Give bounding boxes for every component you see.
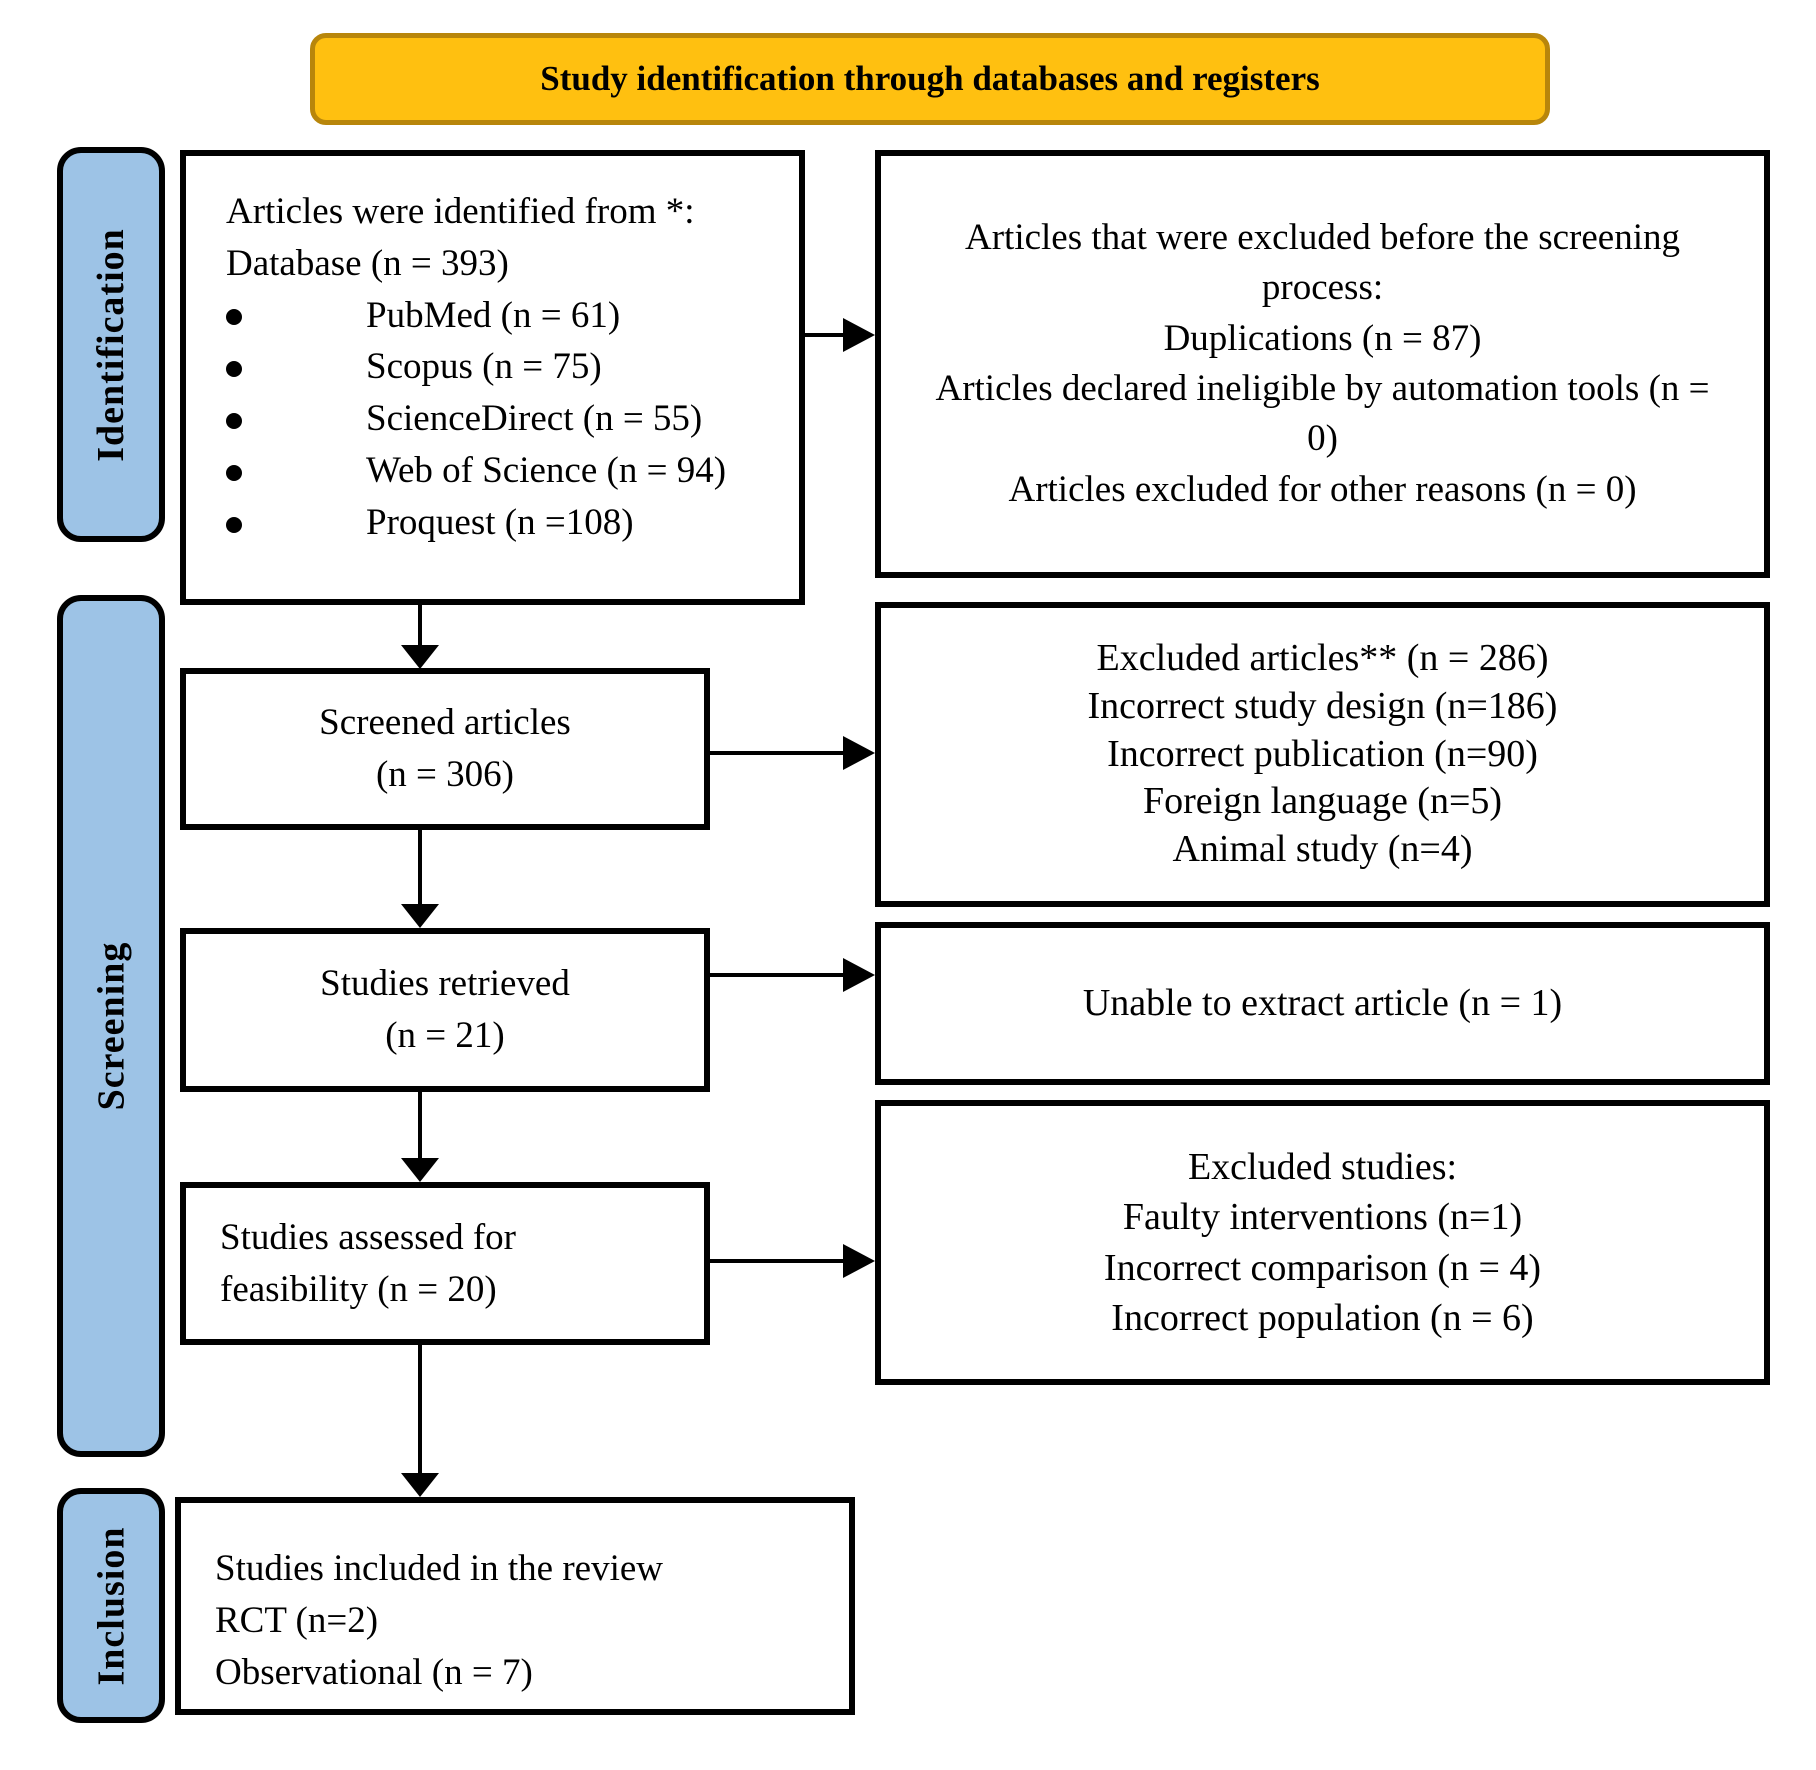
bullet-icon (226, 516, 242, 533)
excluded-foreign-language: Foreign language (n=5) (1142, 780, 1503, 823)
source-item-web-of-science: Web of Science (n = 94) (226, 445, 789, 497)
arrow-head-icon (843, 958, 875, 992)
stage-label-identification: Identification (57, 147, 165, 542)
excluded-before-screening-header: Articles that were excluded before the s… (965, 217, 1680, 309)
studies-retrieved-line1: Studies retrieved (320, 963, 570, 1005)
excluded-incorrect-comparison: Incorrect comparison (n = 4) (1103, 1246, 1542, 1289)
stage-label-screening-text: Screening (90, 941, 132, 1111)
excluded-other-reasons: Articles excluded for other reasons (n =… (1008, 468, 1637, 510)
studies-included-box: Studies included in the review RCT (n=2)… (175, 1497, 855, 1715)
excluded-studies-box: Excluded studies: Faulty interventions (… (875, 1100, 1770, 1385)
excluded-articles-header: Excluded articles** (n = 286) (1096, 636, 1549, 679)
arrow-line (418, 830, 422, 906)
studies-included-observational: Observational (n = 7) (215, 1651, 533, 1693)
arrow-line (710, 751, 847, 755)
arrow-head-icon (843, 736, 875, 770)
bullet-icon (226, 361, 242, 378)
unable-to-extract-text: Unable to extract article (n = 1) (1082, 981, 1563, 1024)
arrow-line (805, 333, 849, 337)
title-banner: Study identification through databases a… (310, 33, 1550, 125)
source-item-pubmed: PubMed (n = 61) (226, 290, 789, 342)
stage-label-inclusion: Inclusion (57, 1488, 165, 1723)
excluded-duplications: Duplications (n = 87) (1163, 317, 1482, 359)
stage-label-identification-text: Identification (90, 227, 132, 462)
arrow-line (418, 605, 422, 647)
arrow-head-icon (401, 1473, 439, 1497)
excluded-before-screening-box: Articles that were excluded before the s… (875, 150, 1770, 578)
arrow-head-icon (401, 904, 439, 928)
studies-assessed-text: Studies assessed for feasibility (n = 20… (220, 1216, 516, 1310)
arrow-head-icon (401, 1158, 439, 1182)
excluded-faulty-interventions: Faulty interventions (n=1) (1122, 1196, 1523, 1239)
unable-to-extract-box: Unable to extract article (n = 1) (875, 922, 1770, 1085)
identified-intro-line2: Database (n = 393) (226, 242, 509, 284)
stage-label-screening: Screening (57, 595, 165, 1457)
arrow-head-icon (401, 645, 439, 669)
screened-articles-line1: Screened articles (319, 702, 571, 744)
screened-articles-box: Screened articles (n = 306) (180, 668, 710, 830)
studies-retrieved-box: Studies retrieved (n = 21) (180, 928, 710, 1092)
excluded-incorrect-population: Incorrect population (n = 6) (1111, 1296, 1534, 1339)
excluded-incorrect-study-design: Incorrect study design (n=186) (1087, 684, 1558, 727)
arrow-line (418, 1345, 422, 1475)
arrow-head-icon (843, 318, 875, 352)
title-banner-text: Study identification through databases a… (540, 59, 1320, 98)
studies-retrieved-count: (n = 21) (385, 1015, 505, 1056)
source-item-scopus: Scopus (n = 75) (226, 341, 789, 393)
arrow-line (710, 1259, 847, 1263)
excluded-incorrect-publication: Incorrect publication (n=90) (1107, 732, 1538, 775)
excluded-animal-study: Animal study (n=4) (1172, 828, 1473, 871)
excluded-automation-tools: Articles declared ineligible by automati… (935, 368, 1710, 460)
studies-included-rct: RCT (n=2) (215, 1599, 379, 1641)
excluded-articles-box: Excluded articles** (n = 286) Incorrect … (875, 602, 1770, 907)
stage-label-inclusion-text: Inclusion (90, 1526, 132, 1685)
bullet-icon (226, 413, 242, 430)
source-item-sciencedirect: ScienceDirect (n = 55) (226, 393, 789, 445)
excluded-studies-header: Excluded studies: (1187, 1146, 1458, 1189)
screened-articles-count: (n = 306) (375, 754, 514, 795)
arrow-head-icon (843, 1244, 875, 1278)
bullet-icon (226, 309, 242, 326)
arrow-line (710, 973, 847, 977)
bullet-icon (226, 464, 242, 481)
studies-assessed-box: Studies assessed for feasibility (n = 20… (180, 1182, 710, 1345)
arrow-line (418, 1092, 422, 1160)
source-item-proquest: Proquest (n =108) (226, 497, 789, 549)
studies-included-line1: Studies included in the review (215, 1548, 664, 1589)
identified-intro-line1: Articles were identified from *: (226, 191, 695, 232)
identified-articles-box: Articles were identified from *: Databas… (180, 150, 805, 605)
